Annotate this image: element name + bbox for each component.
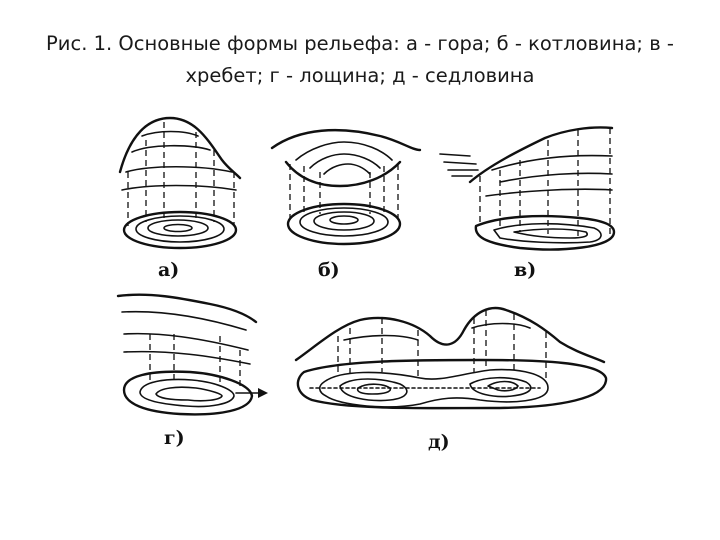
panel-label-a: а): [158, 259, 179, 281]
panel-mountain: а): [118, 116, 242, 281]
panel-hollow: г): [116, 293, 268, 449]
caption-line-1: Рис. 1. Основные формы рельефа: а - гора…: [46, 32, 674, 55]
panel-label-v: в): [514, 259, 536, 281]
caption-line-2: хребет; г - лощина; д - седловина: [185, 64, 535, 87]
panel-saddle: д): [294, 306, 608, 453]
panel-label-d: д): [428, 431, 450, 453]
figure-caption: Рис. 1. Основные формы рельефа: а - гора…: [40, 28, 680, 92]
panel-label-g: г): [164, 427, 185, 449]
panel-basin: б): [270, 128, 422, 281]
panel-ridge: в): [439, 126, 616, 281]
panel-label-b: б): [318, 259, 340, 281]
